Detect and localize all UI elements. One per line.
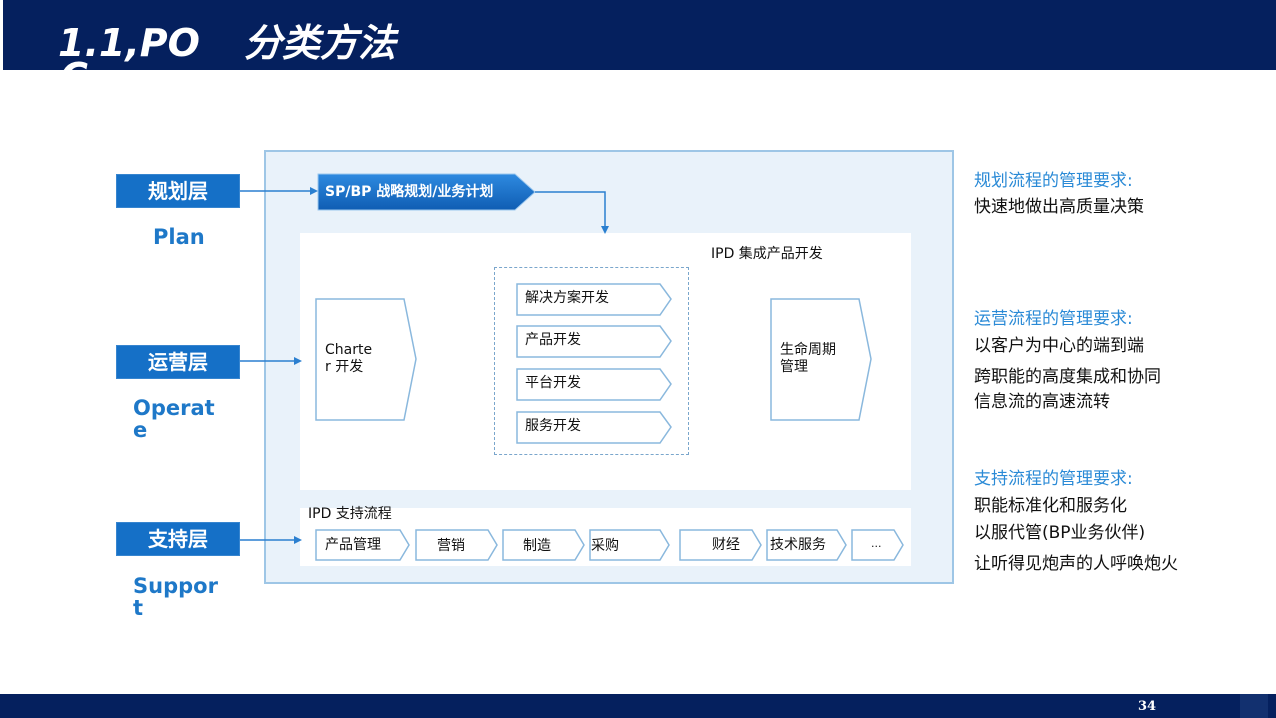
support-item-shape	[502, 529, 585, 561]
dev-item-service: 服务开发	[525, 418, 581, 434]
charter-shape	[315, 298, 417, 421]
req-line: 让听得见炮声的人呼唤炮火	[974, 554, 1178, 574]
development-group	[494, 267, 689, 455]
sp-bp-label: SP/BP 战略规划/业务计划	[325, 184, 494, 200]
req-line: 以客户为中心的端到端	[974, 336, 1144, 356]
operate-connector-head	[294, 357, 302, 365]
layer-tag-operate: 运营层	[116, 345, 240, 379]
req-line: 快速地做出高质量决策	[974, 197, 1144, 217]
sp-to-ipd-connector	[535, 191, 606, 226]
dev-item-shape	[516, 368, 672, 401]
header-bar	[3, 0, 1276, 70]
support-title: IPD 支持流程	[308, 506, 392, 522]
support-connector-head	[294, 536, 302, 544]
footer-accent	[1240, 694, 1268, 718]
plan-connector-head	[310, 187, 318, 195]
title-text: 分类方法	[243, 21, 396, 65]
support-item-more: ...	[871, 537, 882, 550]
dev-item-product: 产品开发	[525, 332, 581, 348]
slide-title: 1.1,PO 分类方法	[58, 24, 396, 62]
title-number: 1.1,PO	[58, 21, 200, 65]
req-title-support: 支持流程的管理要求:	[974, 469, 1133, 489]
support-item-shape	[315, 529, 410, 561]
req-title-operate: 运营流程的管理要求:	[974, 309, 1133, 329]
req-line: 职能标准化和服务化	[974, 496, 1127, 516]
page-number: 34	[1138, 699, 1157, 714]
dev-item-shape	[516, 325, 672, 358]
lifecycle-shape	[770, 298, 872, 421]
support-item-shape	[589, 529, 670, 561]
support-item-manufacturing: 制造	[523, 538, 551, 554]
charter-label: Charte r 开发	[325, 342, 373, 375]
support-item-tech-service: 技术服务	[770, 537, 826, 553]
sp-bp-arrow	[317, 173, 536, 211]
support-item-product-mgmt: 产品管理	[325, 537, 381, 553]
dev-item-solution: 解决方案开发	[525, 290, 609, 306]
support-item-procurement: 采购	[591, 538, 619, 554]
dev-item-platform: 平台开发	[525, 375, 581, 391]
req-line: 以服代管(BP业务伙伴)	[974, 523, 1146, 543]
support-item-finance: 财经	[712, 537, 740, 553]
req-title-plan: 规划流程的管理要求:	[974, 171, 1133, 191]
support-item-shape	[766, 529, 847, 561]
dev-item-shape	[516, 283, 672, 316]
title-overflow-fragment: C	[60, 58, 88, 70]
support-item-marketing: 营销	[437, 538, 465, 554]
layer-tag-plan: 规划层	[116, 174, 240, 208]
sp-to-ipd-head	[601, 226, 609, 234]
layer-en-plan: Plan	[153, 225, 205, 249]
support-item-shape	[415, 529, 498, 561]
ipd-title: IPD 集成产品开发	[711, 246, 823, 262]
req-line: 跨职能的高度集成和协同	[974, 367, 1161, 387]
support-item-shape	[679, 529, 762, 561]
footer-bar	[0, 694, 1276, 718]
dev-item-shape	[516, 411, 672, 444]
lifecycle-label: 生命周期 管理	[780, 342, 836, 375]
support-item-shape	[851, 529, 904, 561]
req-line: 信息流的高速流转	[974, 392, 1110, 412]
layer-en-support: Suppor t	[133, 574, 218, 621]
layer-en-operate: Operat e	[133, 396, 215, 443]
layer-tag-support: 支持层	[116, 522, 240, 556]
